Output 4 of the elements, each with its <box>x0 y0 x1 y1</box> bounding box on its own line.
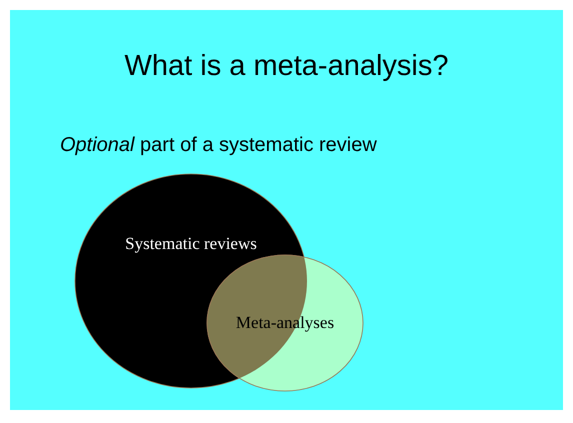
slide-title: What is a meta-analysis? <box>124 50 450 83</box>
circle-label: Systematic reviews <box>124 234 258 254</box>
subtitle: Optional part of a systematic review <box>60 134 377 157</box>
venn-circle <box>207 255 363 391</box>
